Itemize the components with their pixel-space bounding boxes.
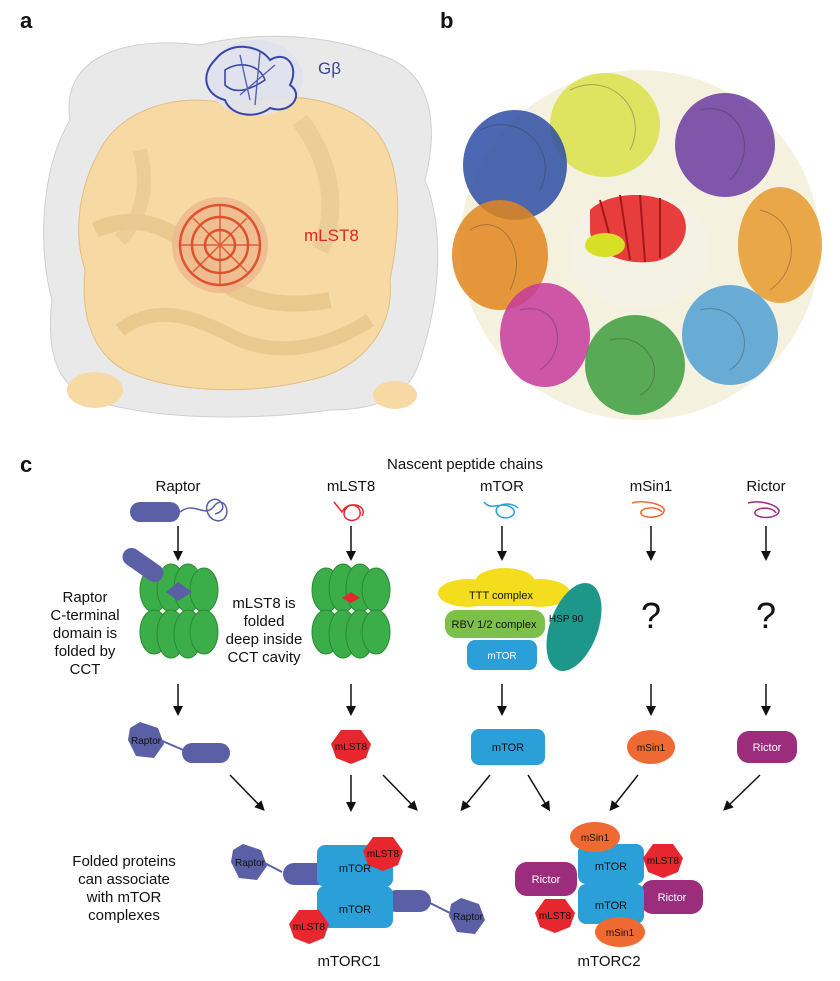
mtorc1-mlst8-upper-label: mLST8 bbox=[367, 849, 400, 860]
mtorc2-name: mTORC2 bbox=[577, 953, 640, 970]
svg-text:CCT: CCT bbox=[70, 661, 101, 678]
mtorc1-complex bbox=[231, 837, 485, 944]
mtorc2-mtor-upper-label: mTOR bbox=[595, 861, 627, 873]
rictor-nascent-chain bbox=[747, 501, 780, 519]
mtorc1-mtor-upper-label: mTOR bbox=[339, 863, 371, 875]
cct-barrel-raptor bbox=[122, 547, 219, 659]
mtorc1-mtor-lower-label: mTOR bbox=[339, 904, 371, 916]
mlst8-ribbon bbox=[172, 197, 268, 293]
column-title-raptor: Raptor bbox=[155, 478, 200, 495]
svg-text:Raptor: Raptor bbox=[62, 589, 107, 606]
folded-msin1-label: mSin1 bbox=[637, 743, 666, 754]
mtor-nascent-chain bbox=[483, 501, 519, 519]
mtorc2-mlst8-lower-label: mLST8 bbox=[539, 911, 572, 922]
svg-text:C-terminal: C-terminal bbox=[50, 607, 119, 624]
density-ridge bbox=[115, 307, 374, 356]
raptor-cct-note: Raptor C-terminal domain is folded by CC… bbox=[50, 589, 119, 678]
density-blob bbox=[67, 372, 123, 408]
svg-text:folded by: folded by bbox=[55, 643, 116, 660]
svg-text:mLST8 is: mLST8 is bbox=[232, 595, 295, 612]
hsp90-label: HSP 90 bbox=[549, 614, 584, 625]
svg-text:folded: folded bbox=[244, 613, 285, 630]
arrow-raptor-to-mtorc1 bbox=[229, 774, 265, 811]
mtorc1-mlst8-lower-label: mLST8 bbox=[293, 922, 326, 933]
density-blob bbox=[373, 381, 417, 409]
panel-letter-b: b bbox=[440, 8, 454, 33]
mtorc1-raptor-right-label: Raptor bbox=[453, 912, 484, 923]
svg-text:domain is: domain is bbox=[53, 625, 117, 642]
svg-text:Folded proteins: Folded proteins bbox=[72, 853, 175, 870]
panel-a-density-map: Gβ mLST8 bbox=[43, 35, 439, 418]
svg-text:CCT cavity: CCT cavity bbox=[227, 649, 301, 666]
arrow-msin1-to-mtorc2 bbox=[609, 774, 639, 812]
density-ridge bbox=[292, 114, 340, 255]
mtorc2-msin1-lower-label: mSin1 bbox=[606, 928, 635, 939]
folded-rictor bbox=[737, 731, 797, 763]
raptor-nascent-chain bbox=[130, 498, 228, 522]
folded-raptor-label: Raptor bbox=[131, 736, 162, 747]
svg-text:complexes: complexes bbox=[88, 907, 160, 924]
association-note: Folded proteins can associate with mTOR … bbox=[72, 853, 175, 924]
panel-b-cct-ring bbox=[452, 70, 822, 420]
panel-letter-a: a bbox=[20, 8, 33, 33]
mlst8-nascent-chain bbox=[333, 501, 364, 522]
mtor-chaperone-assembly bbox=[438, 568, 602, 671]
subunit-blue bbox=[463, 110, 567, 220]
cavity-mlst8-ribbon bbox=[585, 194, 686, 263]
mtorc2-rictor-left-label: Rictor bbox=[532, 874, 561, 886]
column-title-mlst8: mLST8 bbox=[327, 478, 375, 495]
nascent-chains-header: Nascent peptide chains bbox=[387, 456, 543, 473]
folded-rictor-label: Rictor bbox=[753, 742, 782, 754]
arrow-mtor-to-mtorc1 bbox=[460, 774, 491, 812]
arrow-mtor-to-mtorc2 bbox=[527, 774, 551, 812]
subunit-yellow bbox=[550, 73, 660, 177]
folded-mtor-label: mTOR bbox=[492, 742, 524, 754]
svg-text:deep inside: deep inside bbox=[226, 631, 303, 648]
rbv-complex-label: RBV 1/2 complex bbox=[452, 619, 537, 631]
folded-mtor bbox=[471, 729, 545, 765]
folded-mlst8 bbox=[331, 730, 371, 764]
folded-raptor bbox=[128, 722, 230, 763]
folded-msin1 bbox=[627, 730, 675, 764]
svg-text:with mTOR: with mTOR bbox=[86, 889, 162, 906]
msin1-unknown-mark: ? bbox=[641, 595, 661, 636]
mtorc1-name: mTORC1 bbox=[317, 953, 380, 970]
mtor-chaperone-label: mTOR bbox=[487, 651, 516, 662]
svg-text:can associate: can associate bbox=[78, 871, 170, 888]
panel-letter-c: c bbox=[20, 452, 33, 477]
mtorc2-rictor-right-label: Rictor bbox=[658, 892, 687, 904]
subunit-orange-left bbox=[452, 200, 548, 310]
msin1-nascent-chain bbox=[631, 501, 665, 518]
folded-mlst8-label: mLST8 bbox=[335, 742, 368, 753]
mtorc2-mtor-lower-label: mTOR bbox=[595, 900, 627, 912]
rictor-unknown-mark: ? bbox=[756, 595, 776, 636]
column-title-mtor: mTOR bbox=[480, 478, 524, 495]
subunit-lightblue bbox=[682, 285, 778, 385]
mtorc1-raptor-left-label: Raptor bbox=[235, 858, 266, 869]
ttt-complex-label: TTT complex bbox=[469, 590, 533, 602]
subunit-orange-right bbox=[738, 187, 822, 303]
subunit-magenta bbox=[500, 283, 590, 387]
gbeta-label: Gβ bbox=[318, 59, 341, 78]
cct-barrel-mlst8 bbox=[311, 563, 391, 659]
mlst8-cct-note: mLST8 is folded deep inside CCT cavity bbox=[226, 595, 303, 666]
subunit-green bbox=[585, 315, 685, 415]
mlst8-label: mLST8 bbox=[304, 226, 359, 245]
density-ridge bbox=[114, 148, 151, 245]
arrow-rictor-to-mtorc2 bbox=[723, 774, 761, 811]
mtorc2-complex bbox=[515, 822, 703, 947]
mtorc2-msin1-upper-label: mSin1 bbox=[581, 833, 610, 844]
gbeta-ribbon bbox=[205, 40, 303, 116]
mtorc2-mlst8-upper-label: mLST8 bbox=[647, 856, 680, 867]
column-title-rictor: Rictor bbox=[746, 478, 785, 495]
column-title-msin1: mSin1 bbox=[630, 478, 673, 495]
arrow-mlst8-to-mtorc2 bbox=[382, 774, 418, 811]
subunit-purple bbox=[675, 93, 775, 197]
